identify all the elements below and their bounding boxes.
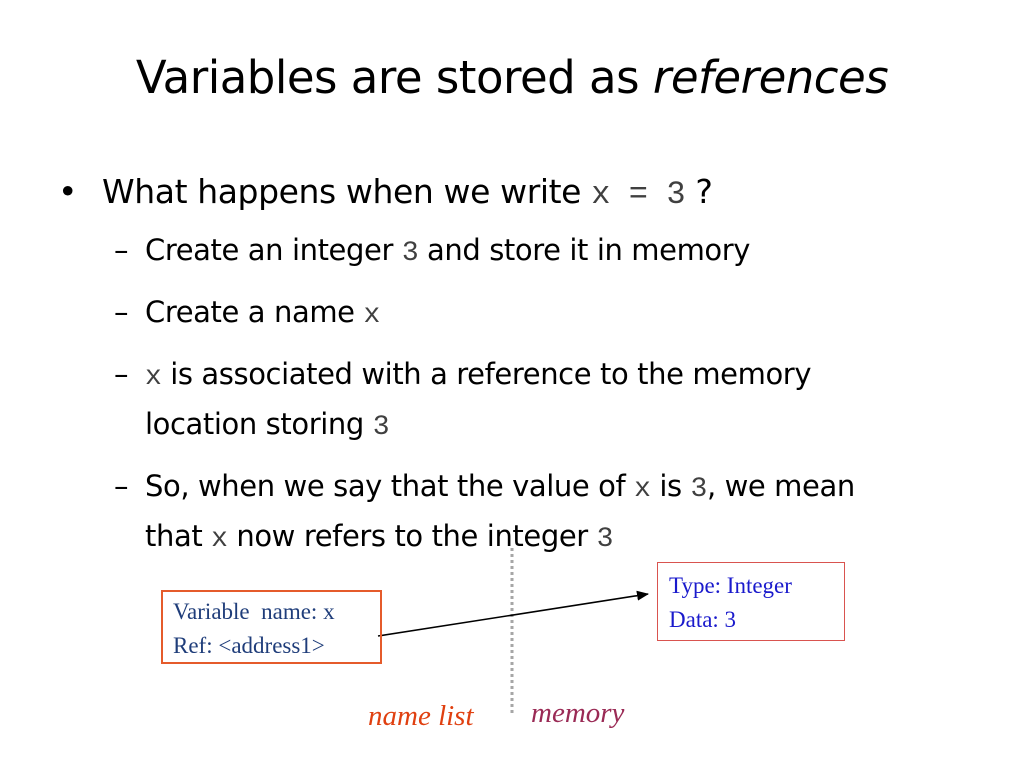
inline-code: 3 [596,524,614,555]
type-line: Type: Integer [669,573,792,598]
inline-code: x [363,300,380,331]
bullet-marker: • [58,172,78,211]
sub-bullet-text: Create a name [145,295,355,329]
reference-line: Ref: <address1> [173,633,325,658]
sub-bullet-text: is associated with a reference to the me… [170,357,812,391]
inline-code: x [145,362,162,393]
sub-bullet-text: that [145,519,203,553]
dash-marker: – [114,469,129,503]
title-emphasis: references [652,51,889,104]
inline-code: 3 [690,474,708,505]
sub-bullet-text: is [659,469,682,503]
title-text: Variables are stored as [135,51,640,104]
dash-marker: – [114,295,129,329]
inline-code: x [634,474,651,505]
inline-code: 3 [401,238,419,269]
sub-bullet-text: So, when we say that the value of [145,469,626,503]
sub-bullet-text: location storing [145,407,364,441]
bullet-list: •What happens when we write x = 3 ? –Cre… [56,168,986,575]
data-line: Data: 3 [669,607,737,632]
variable-name-line: Variable name: x [173,599,335,624]
bullet-question: • What happens when we write x = 3 ? [56,168,986,219]
question-code: x = 3 [591,176,686,213]
name-list-box: Variable name: x Ref: <address1> [161,590,382,664]
sub-bullet-value-meaning: –So, when we say that the value of x is … [102,463,986,563]
memory-box: Type: Integer Data: 3 [657,562,845,641]
inline-code: x [211,524,228,555]
question-mark: ? [695,172,713,211]
sub-bullet-text: , we mean [706,469,855,503]
inline-code: 3 [372,412,390,443]
slide-title: Variables are stored as references [0,48,1024,108]
sub-bullet-text: now refers to the integer [236,519,588,553]
question-text: What happens when we write [102,172,582,211]
reference-arrow [377,590,649,637]
memory-label: memory [531,697,625,729]
sub-bullet-text: Create an integer [145,233,393,267]
sub-bullet-create-name: –Create a name x [102,289,986,339]
sub-bullet-text: and store it in memory [427,233,751,267]
sub-bullet-association: –x is associated with a reference to the… [102,351,986,451]
dash-marker: – [114,357,129,391]
dash-marker: – [114,233,129,267]
name-list-label: name list [368,700,474,732]
sub-bullet-create-integer: –Create an integer 3 and store it in mem… [102,227,986,277]
